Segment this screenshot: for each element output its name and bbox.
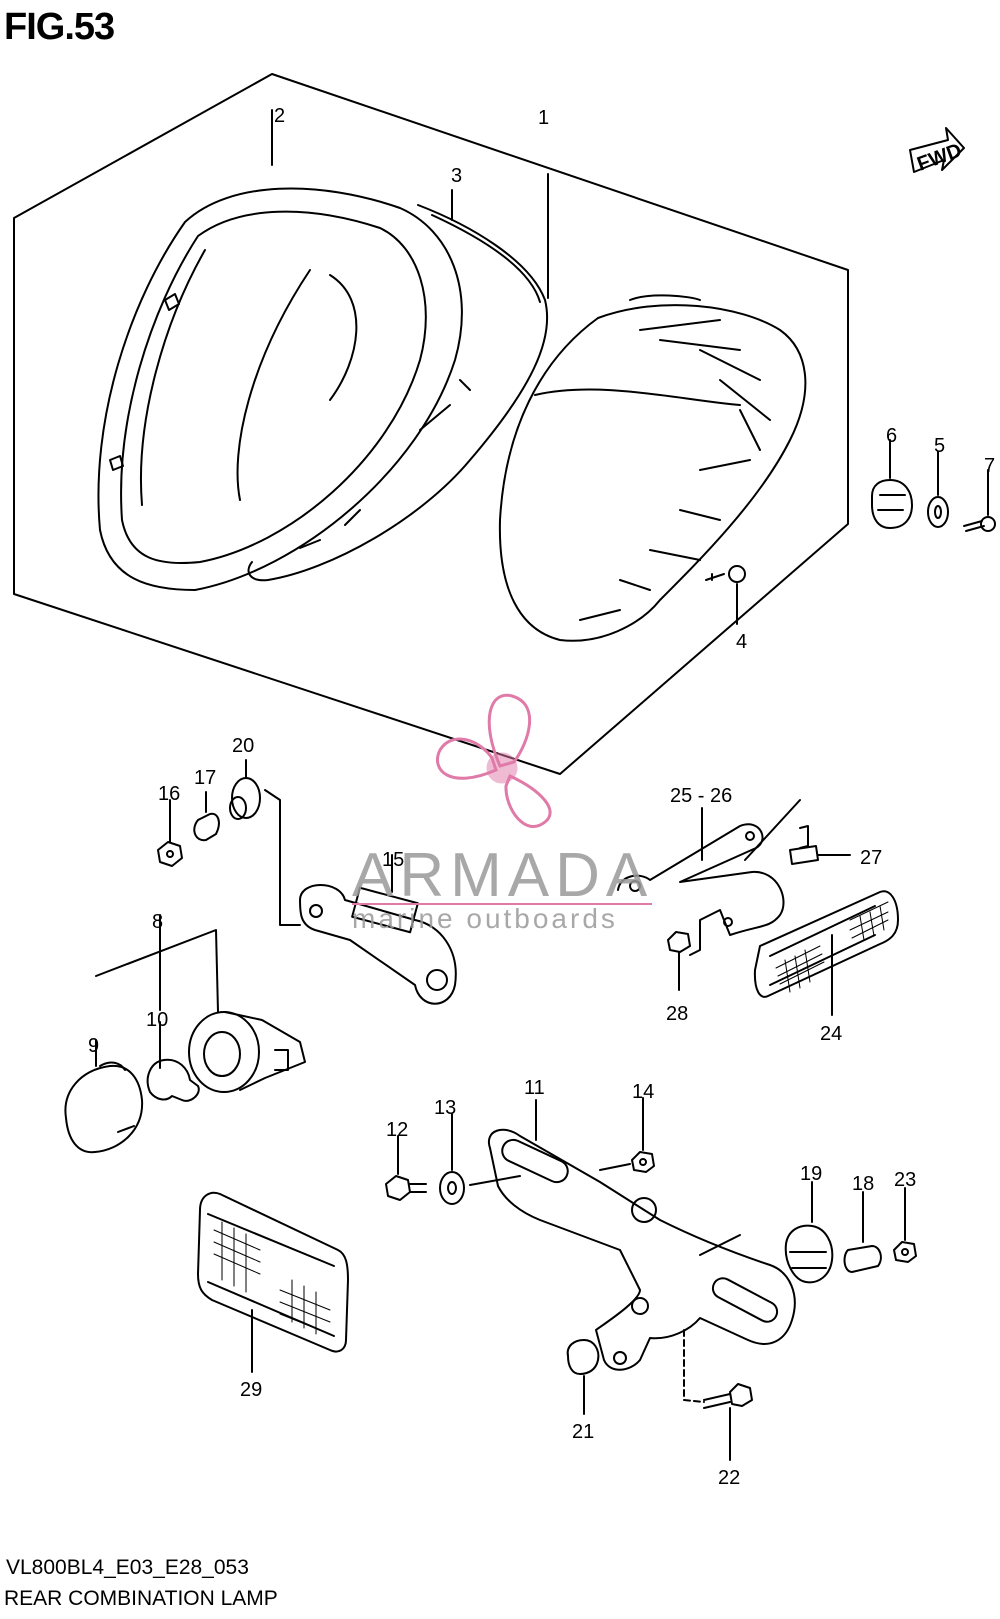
bracket-part-11 [487, 1099, 796, 1371]
lens-frame-part-2 [97, 109, 463, 591]
washer-part-13 [439, 1113, 521, 1205]
lamp-lens-part-9 [64, 1039, 144, 1154]
gasket-part-3 [247, 189, 549, 582]
washer-part-5 [927, 451, 949, 528]
callout-12: 12 [386, 1119, 408, 1141]
callout-5: 5 [934, 435, 945, 457]
diagram-code: VL800BL4_E03_E28_053 [6, 1556, 249, 1579]
callout-22: 22 [718, 1467, 740, 1489]
fwd-label: FWD [914, 139, 964, 175]
bracket-part-25-26 [617, 799, 801, 956]
callout-9: 9 [88, 1035, 99, 1057]
callout-28: 28 [666, 1003, 688, 1025]
bolt-part-27 [789, 825, 851, 865]
bulb-part-10 [146, 1021, 200, 1102]
fwd-arrow-icon [909, 127, 965, 173]
bolt-part-22 [683, 1329, 753, 1461]
callout-15: 15 [382, 849, 404, 871]
lamp-body-part-1 [498, 173, 807, 642]
callout-29: 29 [240, 1379, 262, 1401]
collar-part-18 [843, 1191, 882, 1273]
nut-part-23 [893, 1187, 917, 1263]
bracket-part-15 [264, 789, 457, 1005]
collar-part-21 [566, 1339, 600, 1415]
callout-3: 3 [451, 165, 462, 187]
nut-part-16 [157, 799, 183, 867]
callout-24: 24 [820, 1023, 842, 1045]
figure-title: FIG.53 [4, 6, 115, 48]
grommet-part-20 [229, 759, 261, 820]
watermark-tagline: marine outboards [352, 903, 618, 934]
grommet-part-6 [871, 439, 913, 529]
armada-watermark: ARMADA marine outboards [352, 693, 653, 934]
bolt-part-12 [385, 1135, 427, 1201]
callout-27: 27 [860, 847, 882, 869]
grommet-part-19 [784, 1181, 834, 1284]
callout-7: 7 [984, 455, 995, 477]
callout-8: 8 [152, 911, 163, 933]
reflector-part-29 [197, 1191, 349, 1373]
callout-1: 1 [538, 107, 549, 129]
callout-16: 16 [158, 783, 180, 805]
nut-part-28 [667, 931, 691, 991]
callout-20: 20 [232, 735, 254, 757]
propeller-icon [436, 693, 552, 828]
nut-part-14 [599, 1097, 655, 1173]
screw-part-4 [705, 565, 746, 625]
callout-2: 2 [274, 105, 285, 127]
reflector-part-24 [753, 890, 899, 1016]
assembly-outline [13, 73, 849, 775]
collar-part-17 [193, 791, 220, 842]
screw-part-7 [963, 469, 996, 532]
callout-6: 6 [886, 425, 897, 447]
callout-4: 4 [736, 631, 747, 653]
callout-10: 10 [146, 1009, 168, 1031]
callout-19: 19 [800, 1163, 822, 1185]
watermark-brand: ARMADA [352, 841, 653, 910]
callout-13: 13 [434, 1097, 456, 1119]
diagram-caption: REAR COMBINATION LAMP [4, 1587, 278, 1610]
callout-17: 17 [194, 767, 216, 789]
callout-23: 23 [894, 1169, 916, 1191]
callout-25-26: 25 - 26 [670, 785, 732, 807]
callout-18: 18 [852, 1173, 874, 1195]
callout-21: 21 [572, 1421, 594, 1443]
socket-part-8 [95, 914, 306, 1093]
callout-14: 14 [632, 1081, 654, 1103]
callout-11: 11 [524, 1077, 545, 1099]
